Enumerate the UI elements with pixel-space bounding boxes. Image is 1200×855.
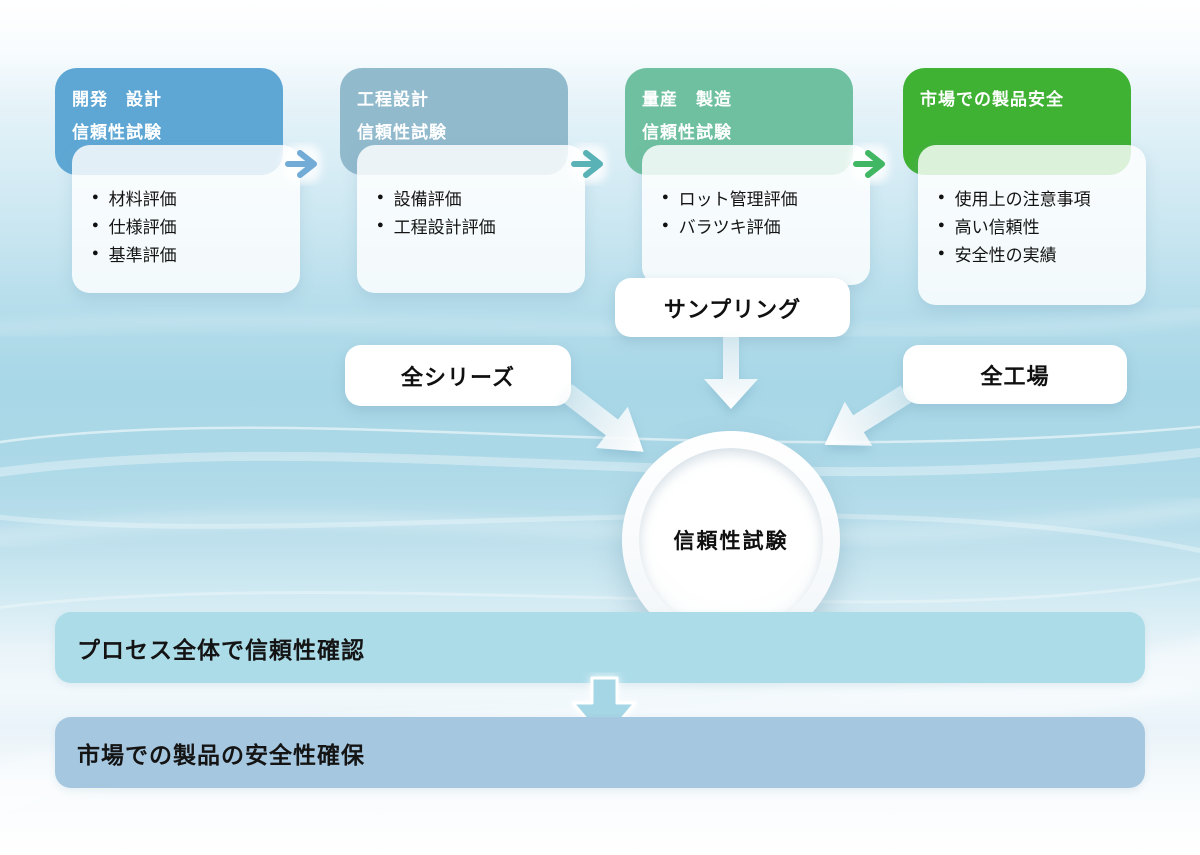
all-factories-label-text: 全工場 bbox=[980, 363, 1050, 389]
list-item: ● ロット管理評価 bbox=[662, 183, 860, 211]
list-item-label: 工程設計評価 bbox=[393, 217, 496, 237]
list-item: ● 安全性の実績 bbox=[938, 239, 1136, 267]
process-reliability-bar-label: プロセス全体で信頼性確認 bbox=[77, 636, 365, 663]
list-item: ● 工程設計評価 bbox=[377, 211, 575, 239]
bullet-icon: ● bbox=[377, 219, 384, 231]
list-item-label: 高い信頼性 bbox=[954, 217, 1040, 237]
stage-items-market-product-safety: ● 使用上の注意事項 ● 高い信頼性 ● 安全性の実績 bbox=[918, 145, 1146, 305]
all-series-label: 全シリーズ bbox=[345, 345, 571, 406]
market-safety-bar: 市場での製品の安全性確保 bbox=[55, 717, 1145, 788]
bullet-icon: ● bbox=[92, 191, 99, 203]
stage-items-process-design: ● 設備評価 ● 工程設計評価 bbox=[357, 145, 585, 293]
list-item: ● 材料評価 bbox=[92, 183, 290, 211]
all-series-label-text: 全シリーズ bbox=[401, 364, 515, 390]
list-item-label: 仕様評価 bbox=[108, 217, 177, 237]
list-item-label: 安全性の実績 bbox=[954, 245, 1057, 265]
reliability-test-label: 信頼性試験 bbox=[673, 530, 789, 553]
list-item: ● バラツキ評価 bbox=[662, 211, 860, 239]
list-item-label: 基準評価 bbox=[108, 245, 177, 265]
stage-title-line1: 量産 製造 bbox=[642, 90, 732, 109]
list-item-label: 設備評価 bbox=[393, 189, 462, 209]
right-arrow-icon bbox=[569, 145, 607, 183]
right-arrow-icon bbox=[283, 145, 321, 183]
process-reliability-bar: プロセス全体で信頼性確認 bbox=[55, 612, 1145, 683]
list-item: ● 高い信頼性 bbox=[938, 211, 1136, 239]
bullet-icon: ● bbox=[662, 219, 669, 231]
bullet-icon: ● bbox=[92, 247, 99, 259]
list-item: ● 使用上の注意事項 bbox=[938, 183, 1136, 211]
all-factories-label: 全工場 bbox=[903, 345, 1127, 404]
list-item: ● 仕様評価 bbox=[92, 211, 290, 239]
list-item-label: 使用上の注意事項 bbox=[954, 189, 1091, 209]
bullet-icon: ● bbox=[662, 191, 669, 203]
bullet-icon: ● bbox=[938, 219, 945, 231]
list-item-label: 材料評価 bbox=[108, 189, 177, 209]
list-item: ● 基準評価 bbox=[92, 239, 290, 267]
stage-title-line2: 信頼性試験 bbox=[72, 123, 162, 142]
sampling-label: サンプリング bbox=[615, 278, 850, 337]
sampling-label-text: サンプリング bbox=[663, 296, 802, 322]
stage-title-line2: 信頼性試験 bbox=[642, 123, 732, 142]
bullet-icon: ● bbox=[92, 219, 99, 231]
stage-items-mass-production: ● ロット管理評価 ● バラツキ評価 bbox=[642, 145, 870, 285]
bullet-icon: ● bbox=[938, 247, 945, 259]
list-item-label: バラツキ評価 bbox=[678, 217, 781, 237]
reliability-test-circle-inner: 信頼性試験 bbox=[639, 448, 823, 632]
list-item: ● 設備評価 bbox=[377, 183, 575, 211]
bullet-icon: ● bbox=[938, 191, 945, 203]
bullet-icon: ● bbox=[377, 191, 384, 203]
stage-title-line1: 工程設計 bbox=[357, 90, 429, 109]
stage-title-line2: 信頼性試験 bbox=[357, 123, 447, 142]
stage-title-line1: 開発 設計 bbox=[72, 90, 162, 109]
list-item-label: ロット管理評価 bbox=[678, 189, 798, 209]
market-safety-bar-label: 市場での製品の安全性確保 bbox=[77, 741, 365, 768]
stage-title-line1: 市場での製品安全 bbox=[920, 90, 1064, 109]
right-arrow-icon bbox=[851, 145, 889, 183]
stage-items-development-design: ● 材料評価 ● 仕様評価 ● 基準評価 bbox=[72, 145, 300, 293]
